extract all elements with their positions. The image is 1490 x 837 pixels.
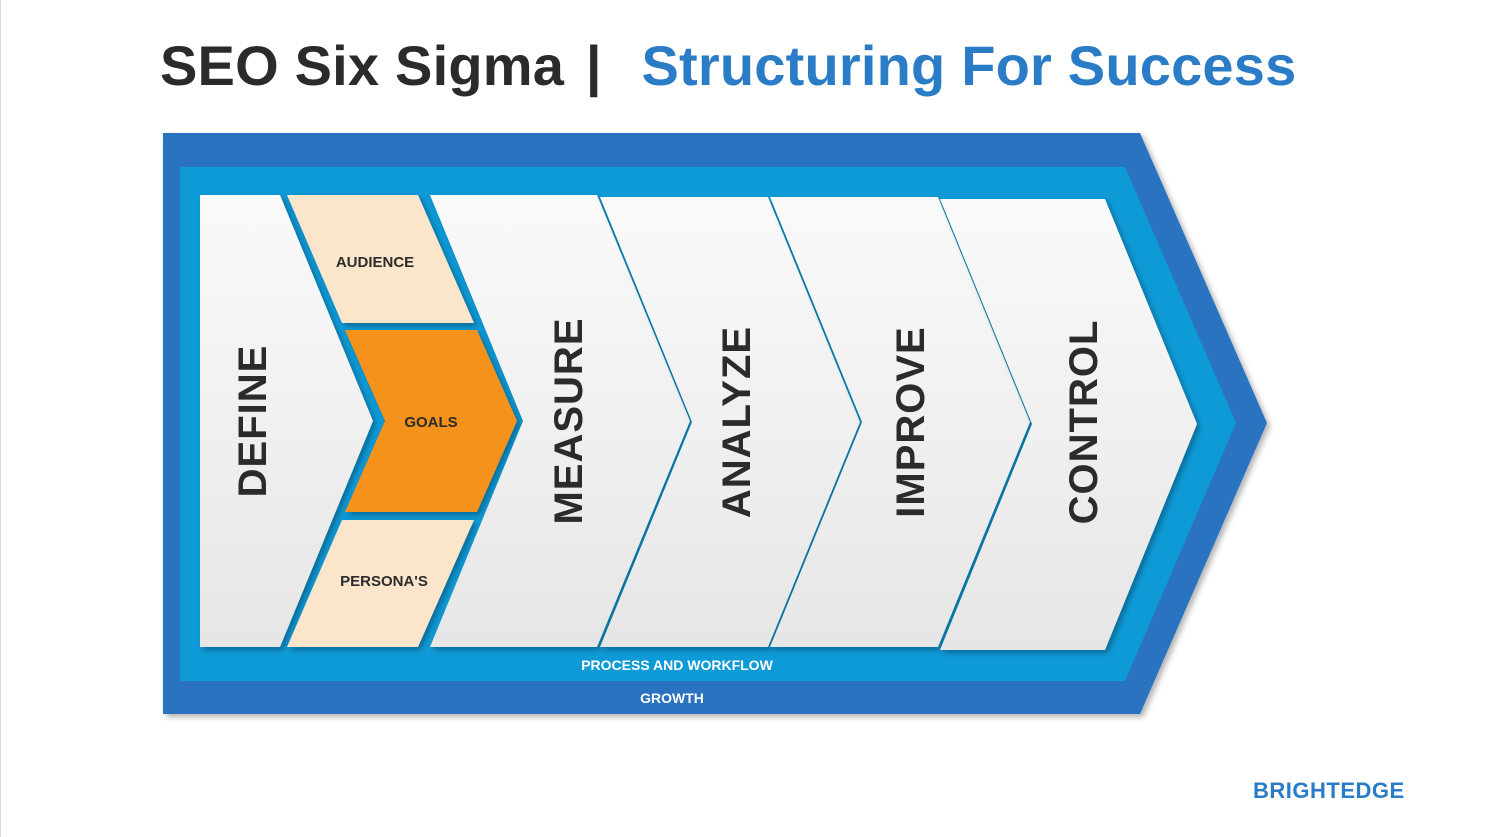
growth-band-label: GROWTH xyxy=(640,690,704,706)
define-sub-goals-label: GOALS xyxy=(404,414,457,431)
stage-control-label: CONTROL xyxy=(1062,320,1106,525)
title-accent: Structuring For Success xyxy=(641,34,1297,97)
stage-analyze xyxy=(600,197,860,647)
stage-control xyxy=(940,199,1197,650)
stage-define-label: DEFINE xyxy=(231,345,275,498)
stage-analyze-label: ANALYZE xyxy=(715,326,759,518)
title-separator: | xyxy=(585,34,602,97)
stage-measure xyxy=(430,195,690,647)
brand-logo: BRIGHTEDGE xyxy=(1253,778,1405,803)
process-band-label: PROCESS AND WORKFLOW xyxy=(581,657,773,673)
define-sub-goals xyxy=(345,330,517,512)
stage-improve xyxy=(770,197,1030,647)
define-sub-audience xyxy=(287,195,474,323)
stage-measure-label: MEASURE xyxy=(547,317,591,524)
define-sub-personas xyxy=(287,520,474,647)
title-main: SEO Six Sigma xyxy=(160,34,565,97)
slide-edge xyxy=(0,0,1,837)
define-sub-audience-label: AUDIENCE xyxy=(336,254,414,271)
stage-improve-label: IMPROVE xyxy=(889,326,933,517)
slide-title: SEO Six Sigma | Structuring For Success xyxy=(160,28,1296,104)
stage-define xyxy=(200,195,373,647)
define-sub-personas-label: PERSONA'S xyxy=(340,573,428,590)
